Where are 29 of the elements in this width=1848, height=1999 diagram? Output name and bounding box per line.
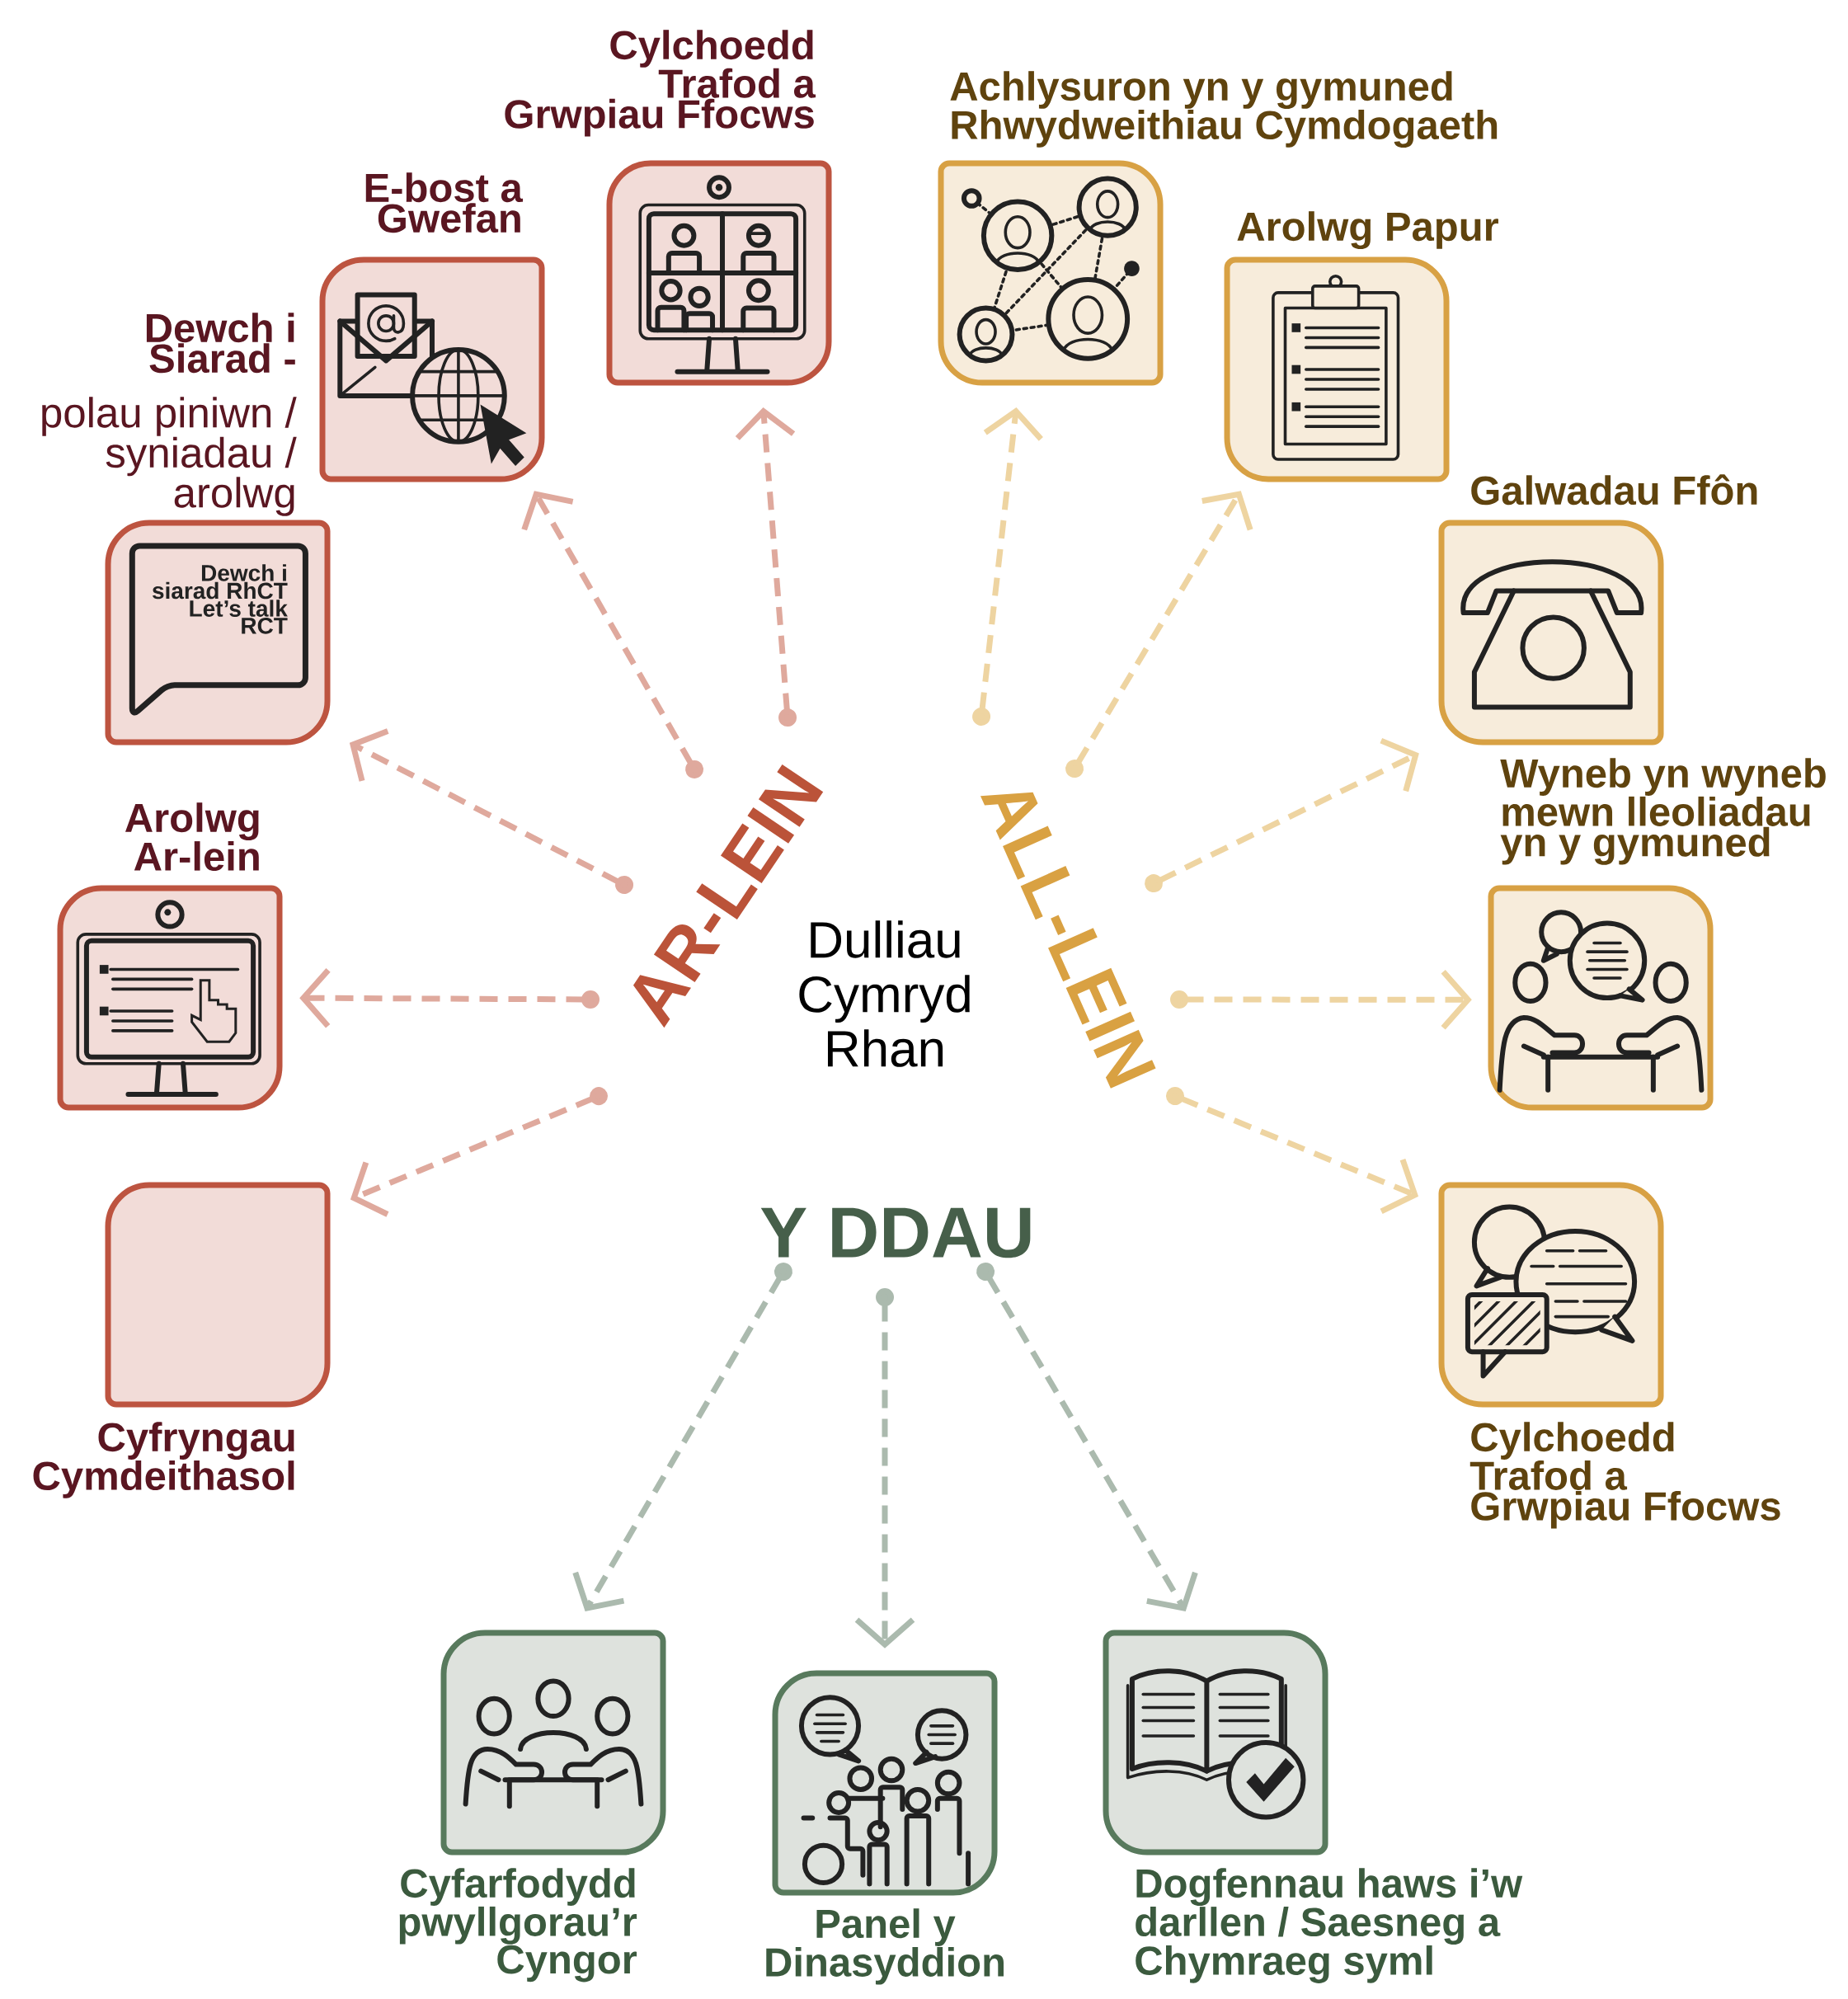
group-label: Y DDAU — [760, 1207, 1031, 1258]
tile-heading: Dewch i Siarad - — [146, 313, 295, 374]
tile-heading: Achlysuron yn y gymuned Rhwydweithiau Cymdogaeth — [950, 71, 1498, 148]
tile-heading: Cyfarfodydd pwyllgorau’r Cyngor — [399, 1868, 637, 1983]
tile-heading: Dogfennau haws i’w darllen / Saesneg a Chymraeg syml — [1136, 1868, 1523, 1983]
tile-heading: Galwadau Ffôn — [1471, 474, 1757, 506]
tile-heading: Wyneb yn wyneb mewn lleoliadau yn y gymuned — [1500, 758, 1826, 865]
tile-heading: Cylchoedd Trafod a Grwpiau Ffocws — [505, 30, 816, 137]
dashed-arrow — [350, 1087, 609, 1217]
dashed-arrow — [1145, 737, 1419, 893]
speech-bubble: Dewch i siarad RhCT Let’s talk RCT — [129, 543, 308, 716]
dashed-arrow — [299, 968, 600, 1028]
tile-heading: Cylchoedd Trafod a Grwpiau Ffocws — [1469, 1422, 1780, 1529]
tile-heading: E-bost a Gwefan — [365, 172, 524, 233]
tile-description: polau piniwn / syniadau / arolwg — [42, 397, 297, 516]
dashed-arrow — [349, 728, 634, 894]
dashed-arrow — [1166, 1087, 1419, 1215]
dashed-arrow — [735, 407, 797, 727]
dashed-arrow — [854, 1288, 915, 1649]
dashed-arrow — [1065, 491, 1253, 778]
dashed-arrow — [976, 1263, 1198, 1611]
dashed-arrow — [1170, 969, 1472, 1030]
dashed-arrow — [521, 491, 704, 778]
tile-heading: Cyfryngau Cymdeithasol — [33, 1422, 294, 1498]
tile-heading: Arolwg Ar-lein — [125, 802, 259, 872]
tile-heading: Panel y Dinasyddion — [766, 1908, 1004, 1985]
dashed-arrow — [972, 407, 1043, 726]
dashed-arrow — [572, 1263, 792, 1611]
tile-heading: Arolwg Papur — [1237, 211, 1498, 250]
